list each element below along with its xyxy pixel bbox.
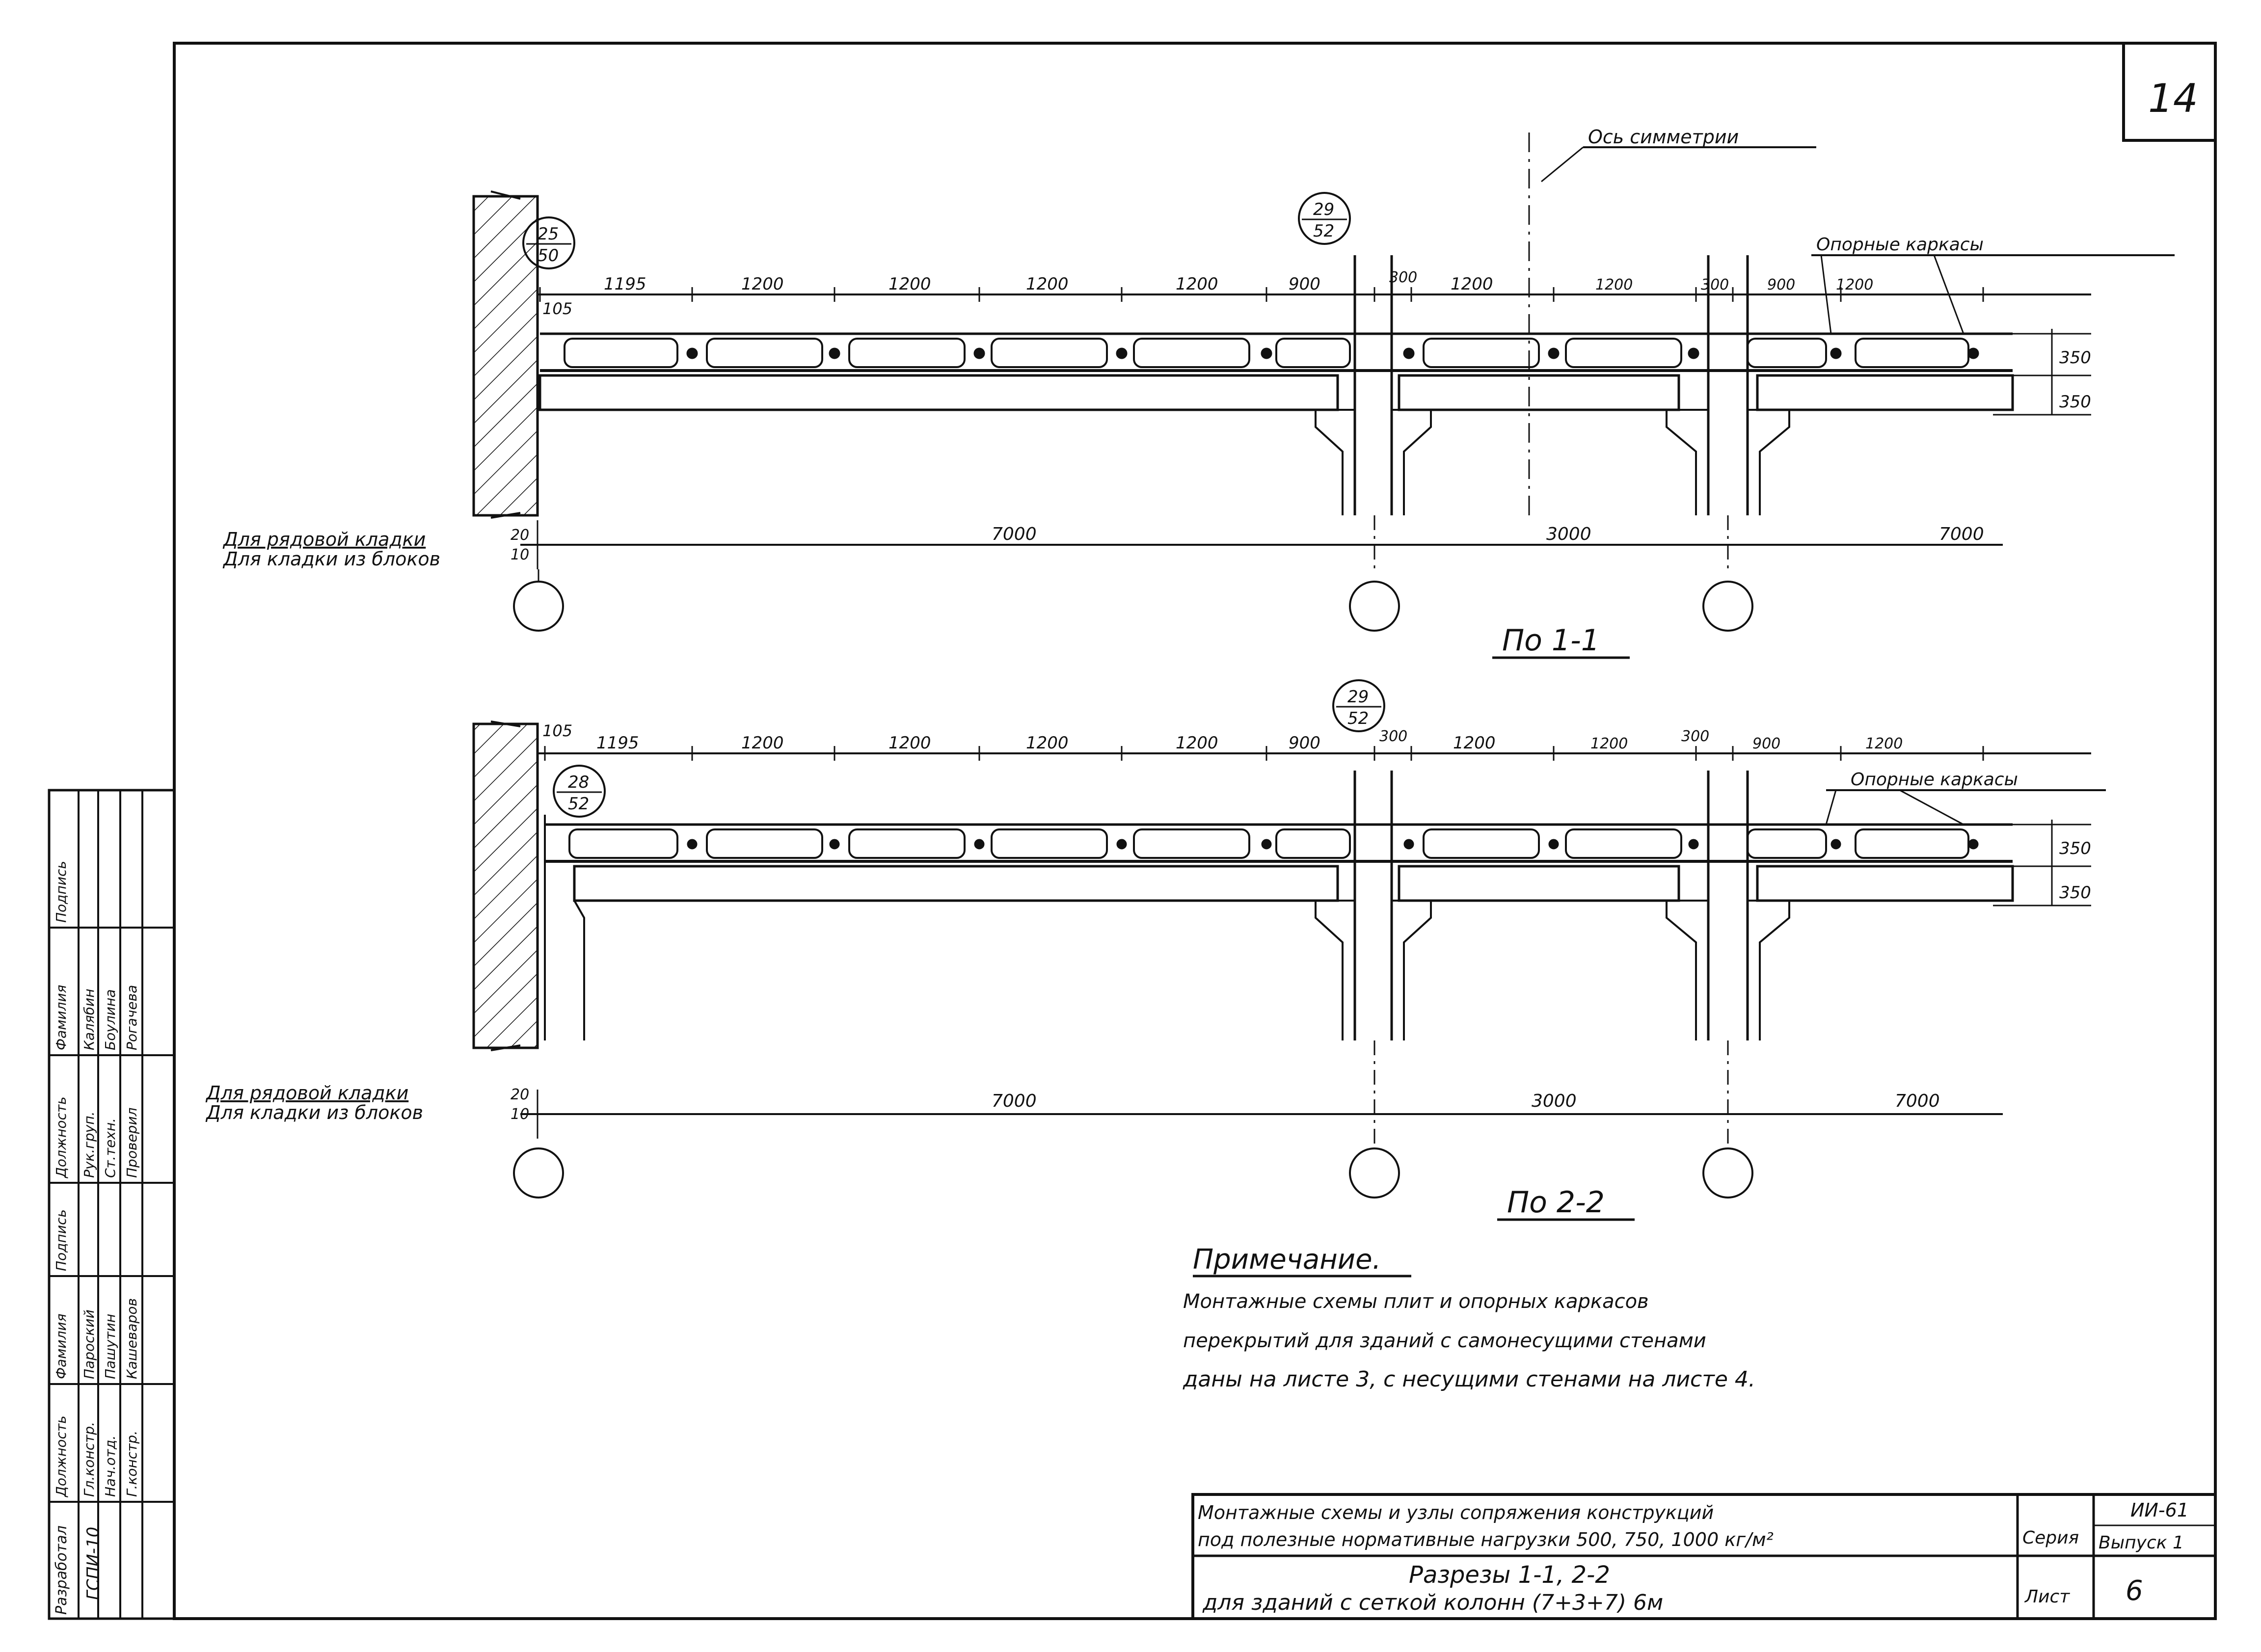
- stamp-col1-1: Нач.отд.: [102, 1435, 118, 1497]
- dim-2-0: 1195: [596, 733, 639, 753]
- section-1-1: [472, 133, 2175, 659]
- drawing-line-2: для зданий с сеткой колонн (7+3+7) 6м: [1202, 1590, 1663, 1615]
- drawing-line-1: Разрезы 1-1, 2-2: [1409, 1561, 1610, 1589]
- sheet-frame: [48, 42, 2217, 1620]
- masonry-row-label-2: Для рядовой кладки: [205, 1082, 408, 1104]
- stamp-header-4: Фамилия: [53, 985, 69, 1050]
- stamp-col4-1: Ст.техн.: [102, 1118, 118, 1178]
- section-2-2: [472, 679, 2106, 1221]
- sheet-number: 14: [2148, 76, 2198, 121]
- stamp-header-0: Должность: [53, 1415, 69, 1497]
- masonry-block-label-2: Для кладки из блоков: [205, 1102, 423, 1123]
- stamp-col5-2: Рогачева: [124, 985, 140, 1050]
- span-2-2: 7000: [1895, 1091, 1940, 1111]
- title-line-2: под полезные нормативные нагрузки 500, 7…: [1198, 1529, 1774, 1550]
- masonry-block-label-1: Для кладки из блоков: [222, 548, 440, 570]
- stamp-code: ГСПИ-10: [83, 1526, 103, 1600]
- marker-col-bottom-1: 52: [1313, 221, 1334, 241]
- symmetry-axis-label: Ось симметрии: [1588, 126, 1739, 148]
- offset-row-1: 20: [511, 527, 529, 544]
- stamp-header-2: Подпись: [53, 1209, 69, 1271]
- height-2-1: 350: [2059, 883, 2091, 903]
- masonry-row-label-1: Для рядовой кладки: [222, 529, 426, 550]
- dim-1-6: 300: [1389, 269, 1417, 286]
- stamp-col5-1: Боулина: [102, 989, 118, 1050]
- offset-block-1: 10: [511, 546, 529, 563]
- marker-wall-top-2: 28: [568, 773, 589, 792]
- title-line-1: Монтажные схемы и узлы сопряжения констр…: [1198, 1502, 1714, 1523]
- series-value: ИИ-61: [2130, 1499, 2189, 1521]
- dim-2-8: 1200: [1590, 735, 1628, 752]
- span-1-2: 7000: [1939, 524, 1984, 544]
- dim-2-5: 900: [1289, 733, 1320, 753]
- dim-2-4: 1200: [1176, 733, 1218, 753]
- height-1-1: 350: [2059, 392, 2091, 412]
- title-block: [1191, 1493, 2217, 1620]
- dim-1-8: 1200: [1595, 276, 1633, 293]
- stamp-header-3: Должность: [53, 1096, 69, 1178]
- stamp-col1-2: Г.констр.: [124, 1430, 140, 1497]
- support-label-2: Опорные каркасы: [1851, 770, 2018, 790]
- dim-2-7: 1200: [1453, 733, 1496, 753]
- dim-1-3: 1200: [1026, 274, 1069, 294]
- sheet-label: Лист: [2024, 1587, 2070, 1607]
- span-1-1: 3000: [1546, 524, 1591, 544]
- sheet-value: 6: [2126, 1575, 2143, 1607]
- dim-1-5: 900: [1289, 274, 1320, 294]
- note-title: Примечание.: [1193, 1244, 1381, 1276]
- offset-row-2: 20: [511, 1086, 529, 1103]
- stamp-col5-0: Калябин: [81, 988, 97, 1050]
- dim-1-11: 1200: [1836, 276, 1873, 293]
- stamp-col4-0: Рук.груп.: [81, 1111, 97, 1178]
- stamp-col2-2: Кашеваров: [124, 1298, 140, 1379]
- dim-2-11: 1200: [1865, 735, 1903, 752]
- span-1-0: 7000: [992, 524, 1037, 544]
- stamp-col2-1: Пашутин: [102, 1313, 118, 1379]
- marker-col-bottom-2: 52: [1347, 709, 1369, 728]
- stamp-col2-0: Пароский: [81, 1309, 97, 1379]
- issue-label: Выпуск 1: [2099, 1533, 2184, 1553]
- wall-2: [472, 722, 539, 1049]
- note-line-3: даны на листе 3, с несущими стенами на л…: [1183, 1367, 1755, 1392]
- note-line-2: перекрытий для зданий с самонесущими сте…: [1183, 1330, 1706, 1352]
- dim-2-3: 1200: [1026, 733, 1069, 753]
- marker-col-top-2: 29: [1347, 687, 1369, 707]
- dim-2-1: 1200: [741, 733, 784, 753]
- marker-wall-bottom-1: 50: [538, 246, 559, 266]
- dim-1-7: 1200: [1451, 274, 1493, 294]
- span-2-0: 7000: [992, 1091, 1037, 1111]
- dim-2-6: 300: [1379, 728, 1407, 745]
- span-2-1: 3000: [1532, 1091, 1577, 1111]
- dim-1-10: 900: [1767, 276, 1795, 293]
- marker-col-top-1: 29: [1313, 200, 1334, 219]
- dim-edge-2: 105: [542, 721, 572, 740]
- dim-2-2: 1200: [888, 733, 931, 753]
- stamp-col1-0: Гл.констр.: [81, 1421, 97, 1497]
- dim-edge-1: 105: [542, 299, 572, 318]
- series-label: Серия: [2022, 1528, 2079, 1548]
- marker-wall-bottom-2: 52: [568, 794, 589, 814]
- dim-2-10: 900: [1752, 735, 1780, 752]
- section-caption-1: По 1-1: [1502, 623, 1600, 658]
- note-line-1: Монтажные схемы плит и опорных каркасов: [1183, 1290, 1649, 1313]
- marker-wall-top-1: 25: [538, 224, 559, 244]
- stamp-org: Разработал: [53, 1525, 70, 1615]
- height-2-0: 350: [2059, 839, 2091, 858]
- dim-1-4: 1200: [1176, 274, 1218, 294]
- dim-1-0: 1195: [604, 274, 646, 294]
- stamp-col4-2: Проверил: [124, 1107, 140, 1178]
- dim-1-1: 1200: [741, 274, 784, 294]
- height-1-0: 350: [2059, 348, 2091, 368]
- support-label-1: Опорные каркасы: [1816, 235, 1984, 255]
- offset-block-2: 10: [511, 1106, 529, 1123]
- stamp-header-5: Подпись: [53, 861, 69, 923]
- dim-2-9: 300: [1681, 728, 1709, 745]
- stamp-grid: [49, 790, 174, 1619]
- dim-1-2: 1200: [888, 274, 931, 294]
- stamp-header-1: Фамилия: [53, 1313, 69, 1379]
- section-caption-2: По 2-2: [1507, 1185, 1605, 1220]
- wall-1: [472, 195, 539, 517]
- dim-1-9: 300: [1701, 276, 1729, 293]
